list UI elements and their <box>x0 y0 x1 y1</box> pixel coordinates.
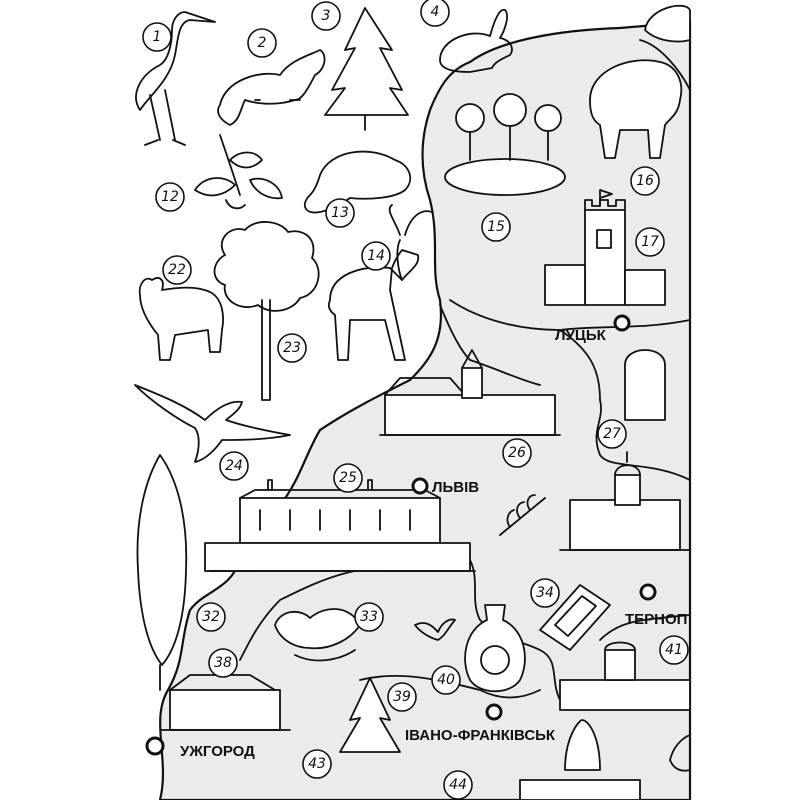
svg-text:1: 1 <box>153 29 162 45</box>
svg-text:44: 44 <box>449 777 467 793</box>
jug-icon <box>464 604 526 693</box>
number-badge: 32 <box>196 602 226 632</box>
number-badge: 3 <box>311 1 341 31</box>
hazel-branch-icon <box>194 134 283 210</box>
number-badge: 43 <box>302 749 332 779</box>
svg-text:2: 2 <box>258 35 267 51</box>
number-badge: 44 <box>443 770 473 800</box>
city-label-ternopil: ТЕРНОП <box>625 611 687 628</box>
svg-text:23: 23 <box>283 340 301 356</box>
svg-text:25: 25 <box>339 470 357 486</box>
number-badge: 12 <box>155 182 185 212</box>
svg-text:4: 4 <box>431 4 440 20</box>
fortress-icon <box>559 641 691 711</box>
city-label-uzhhorod: УЖГОРОД <box>180 743 255 760</box>
rushnyk-icon <box>539 584 611 651</box>
number-badge: 33 <box>354 602 384 632</box>
svg-text:43: 43 <box>308 756 326 772</box>
svg-text:27: 27 <box>603 426 621 442</box>
bird-ornament-icon <box>274 608 361 662</box>
number-badge: 17 <box>635 227 665 257</box>
easter-egg-icon <box>519 719 641 800</box>
uzhhorod-castle-icon <box>159 674 291 731</box>
number-badge: 24 <box>219 451 249 481</box>
deer-icon <box>327 204 433 361</box>
number-badge: 22 <box>162 255 192 285</box>
number-badge: 40 <box>431 665 461 695</box>
bison-icon <box>589 59 683 159</box>
number-badge: 2 <box>247 28 277 58</box>
leaf-branch-icon <box>499 494 546 536</box>
svg-text:16: 16 <box>636 173 654 189</box>
eagle-icon <box>134 384 291 463</box>
poplar-tree-icon <box>136 454 188 691</box>
number-badge: 14 <box>361 241 391 271</box>
city-label-lviv: ЛЬВІВ <box>432 479 479 496</box>
city-lutsk[interactable]: ЛУЦЬК <box>555 314 631 344</box>
svg-text:22: 22 <box>168 262 186 278</box>
number-badge: 27 <box>597 419 627 449</box>
svg-text:39: 39 <box>393 689 411 705</box>
svg-text:33: 33 <box>360 609 378 625</box>
spruce-icon <box>339 677 401 753</box>
svg-text:34: 34 <box>536 585 554 601</box>
number-badge: 41 <box>659 635 689 665</box>
bird-icon <box>414 618 456 641</box>
svg-text:24: 24 <box>225 458 243 474</box>
number-badge: 16 <box>630 166 660 196</box>
stork-icon <box>135 11 216 146</box>
number-badges: 1 2 3 4 12 13 14 15 16 17 22 23 24 25 26… <box>142 0 689 800</box>
hare-icon <box>439 8 513 73</box>
city-uzhhorod[interactable]: УЖГОРОД <box>145 736 255 760</box>
cathedral-icon <box>559 451 691 551</box>
svg-text:15: 15 <box>487 219 505 235</box>
number-badge: 4 <box>420 0 450 27</box>
city-label-lutsk: ЛУЦЬК <box>555 327 607 344</box>
city-lviv[interactable]: ЛЬВІВ <box>411 477 479 496</box>
svg-text:17: 17 <box>641 234 659 250</box>
oak-tree-icon <box>213 221 320 401</box>
svg-text:40: 40 <box>437 672 455 688</box>
hat-icon <box>644 4 691 43</box>
lake-icon <box>444 93 566 196</box>
svg-text:14: 14 <box>367 248 385 264</box>
svg-text:3: 3 <box>322 8 331 24</box>
svg-text:41: 41 <box>665 642 683 658</box>
number-badge: 23 <box>277 333 307 363</box>
number-badge: 15 <box>481 212 511 242</box>
svg-text:38: 38 <box>214 655 232 671</box>
svg-text:26: 26 <box>508 445 526 461</box>
number-badge: 39 <box>387 682 417 712</box>
number-badge: 1 <box>142 22 172 52</box>
palace-icon <box>204 479 476 572</box>
city-ivano-frankivsk[interactable]: ІВАНО-ФРАНКІВСЬК <box>405 703 556 744</box>
number-badge: 25 <box>333 463 363 493</box>
svg-text:32: 32 <box>202 609 220 625</box>
beaver-icon <box>303 150 412 214</box>
castle-tower-icon <box>544 189 666 306</box>
leaf-icon <box>669 734 691 772</box>
top-right-border <box>639 39 691 91</box>
city-label-ivano-frankivsk: ІВАНО-ФРАНКІВСЬК <box>405 727 556 744</box>
castle-icon <box>379 349 561 436</box>
city-ternopil[interactable]: ТЕРНОП <box>625 583 687 628</box>
number-badge: 38 <box>208 648 238 678</box>
ermine-icon <box>217 49 326 126</box>
svg-text:12: 12 <box>161 189 179 205</box>
arch-ruin-icon <box>624 349 666 421</box>
fir-tree-icon <box>324 7 409 131</box>
number-badge: 34 <box>530 578 560 608</box>
lynx-icon <box>138 277 224 361</box>
number-badge: 26 <box>502 438 532 468</box>
number-badge: 13 <box>325 198 355 228</box>
svg-text:13: 13 <box>331 205 349 221</box>
